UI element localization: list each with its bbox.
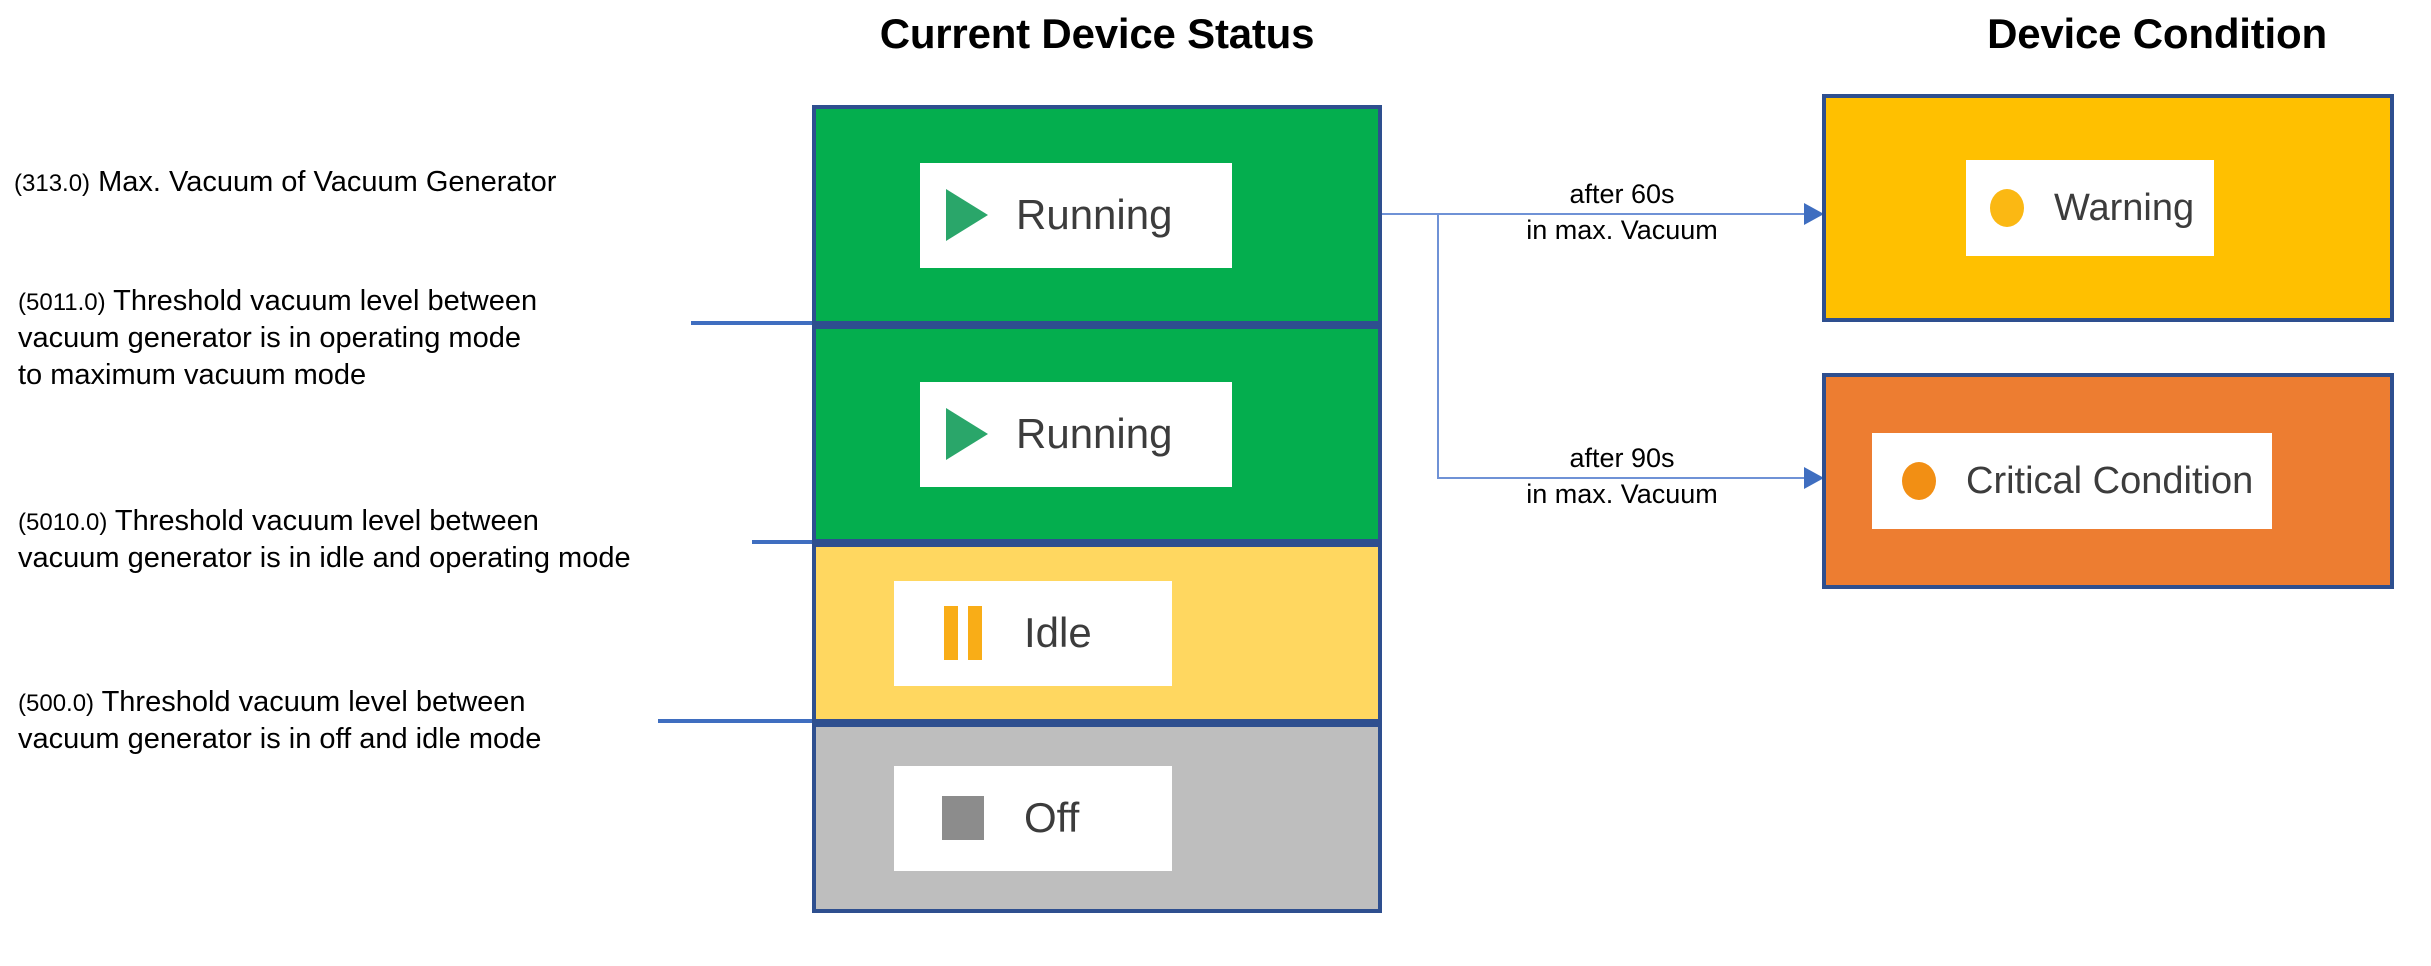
status-band-idle[interactable]: Idle bbox=[812, 543, 1382, 723]
transition-label-to-warning: after 60s in max. Vacuum bbox=[1447, 176, 1797, 249]
connector-to-critical bbox=[1437, 477, 1808, 479]
condition-box-warning[interactable]: Warning bbox=[1822, 94, 2394, 322]
transition-line-1: after 90s bbox=[1569, 443, 1675, 473]
connector-to-warning bbox=[1437, 213, 1808, 215]
status-chip-off: Off bbox=[894, 765, 1172, 871]
transition-label-to-critical: after 90s in max. Vacuum bbox=[1447, 440, 1797, 513]
status-label: Idle bbox=[1024, 609, 1092, 656]
status-label: Running bbox=[1016, 191, 1173, 238]
annotation-threshold-idle-to-operating: (5010.0) Threshold vacuum level between … bbox=[18, 503, 738, 577]
status-chip-running: Running bbox=[920, 381, 1232, 487]
page-title-current-device-status: Current Device Status bbox=[879, 10, 1315, 57]
stop-icon bbox=[942, 796, 984, 840]
annotation-max-vacuum: (313.0) Max. Vacuum of Vacuum Generator bbox=[14, 164, 654, 201]
arrow-head-warning-icon bbox=[1804, 203, 1824, 225]
condition-chip-warning: Warning bbox=[1966, 160, 2214, 256]
transition-line-2: in max. Vacuum bbox=[1526, 215, 1718, 246]
annotation-line-1: Threshold vacuum level between bbox=[107, 505, 539, 537]
transition-line-1: after 60s bbox=[1569, 179, 1675, 209]
annotation-line-2: vacuum generator is in idle and operatin… bbox=[18, 542, 631, 575]
page-title-device-condition: Device Condition bbox=[1987, 10, 2327, 57]
annotation-text-313: Max. Vacuum of Vacuum Generator bbox=[90, 166, 557, 198]
connector-stem-horizontal bbox=[1382, 213, 1438, 215]
connector-stem-vertical bbox=[1437, 213, 1439, 479]
condition-chip-critical: Critical Condition bbox=[1872, 433, 2272, 529]
annotation-code-5010: (5010.0) bbox=[18, 509, 108, 536]
play-icon bbox=[946, 408, 988, 460]
arrow-head-critical-icon bbox=[1804, 467, 1824, 489]
pause-icon bbox=[942, 606, 984, 660]
annotation-line-2: vacuum generator is in off and idle mode bbox=[18, 723, 542, 756]
annotation-line-1: Threshold vacuum level between bbox=[105, 285, 538, 317]
status-label: Running bbox=[1016, 410, 1173, 457]
annotation-line-2: vacuum generator is in operating mode bbox=[18, 322, 521, 355]
status-chip-idle: Idle bbox=[894, 580, 1172, 686]
annotation-threshold-off-to-idle: (500.0) Threshold vacuum level between v… bbox=[18, 684, 678, 758]
status-dot-icon bbox=[1990, 189, 2024, 227]
leader-line-5010 bbox=[752, 540, 816, 544]
status-band-running-operating[interactable]: Running bbox=[812, 325, 1382, 543]
annotation-code-5011: (5011.0) bbox=[18, 289, 106, 316]
leader-line-5011 bbox=[691, 321, 816, 325]
condition-box-critical[interactable]: Critical Condition bbox=[1822, 373, 2394, 589]
annotation-line-1: Threshold vacuum level between bbox=[94, 686, 526, 718]
status-band-off[interactable]: Off bbox=[812, 723, 1382, 913]
annotation-threshold-operating-to-max: (5011.0) Threshold vacuum level between … bbox=[18, 283, 658, 394]
condition-label: Critical Condition bbox=[1966, 459, 2254, 502]
status-dot-icon bbox=[1902, 462, 1936, 500]
annotation-line-3: to maximum vacuum mode bbox=[18, 359, 367, 392]
status-label: Off bbox=[1024, 794, 1080, 841]
annotation-code-313: (313.0) bbox=[14, 170, 91, 197]
status-chip-running: Running bbox=[920, 162, 1232, 268]
leader-line-500 bbox=[658, 719, 816, 723]
status-band-running-max-vacuum[interactable]: Running bbox=[812, 105, 1382, 325]
transition-line-2: in max. Vacuum bbox=[1526, 479, 1718, 510]
annotation-code-500: (500.0) bbox=[18, 690, 95, 717]
play-icon bbox=[946, 189, 988, 241]
condition-label: Warning bbox=[2054, 186, 2195, 229]
